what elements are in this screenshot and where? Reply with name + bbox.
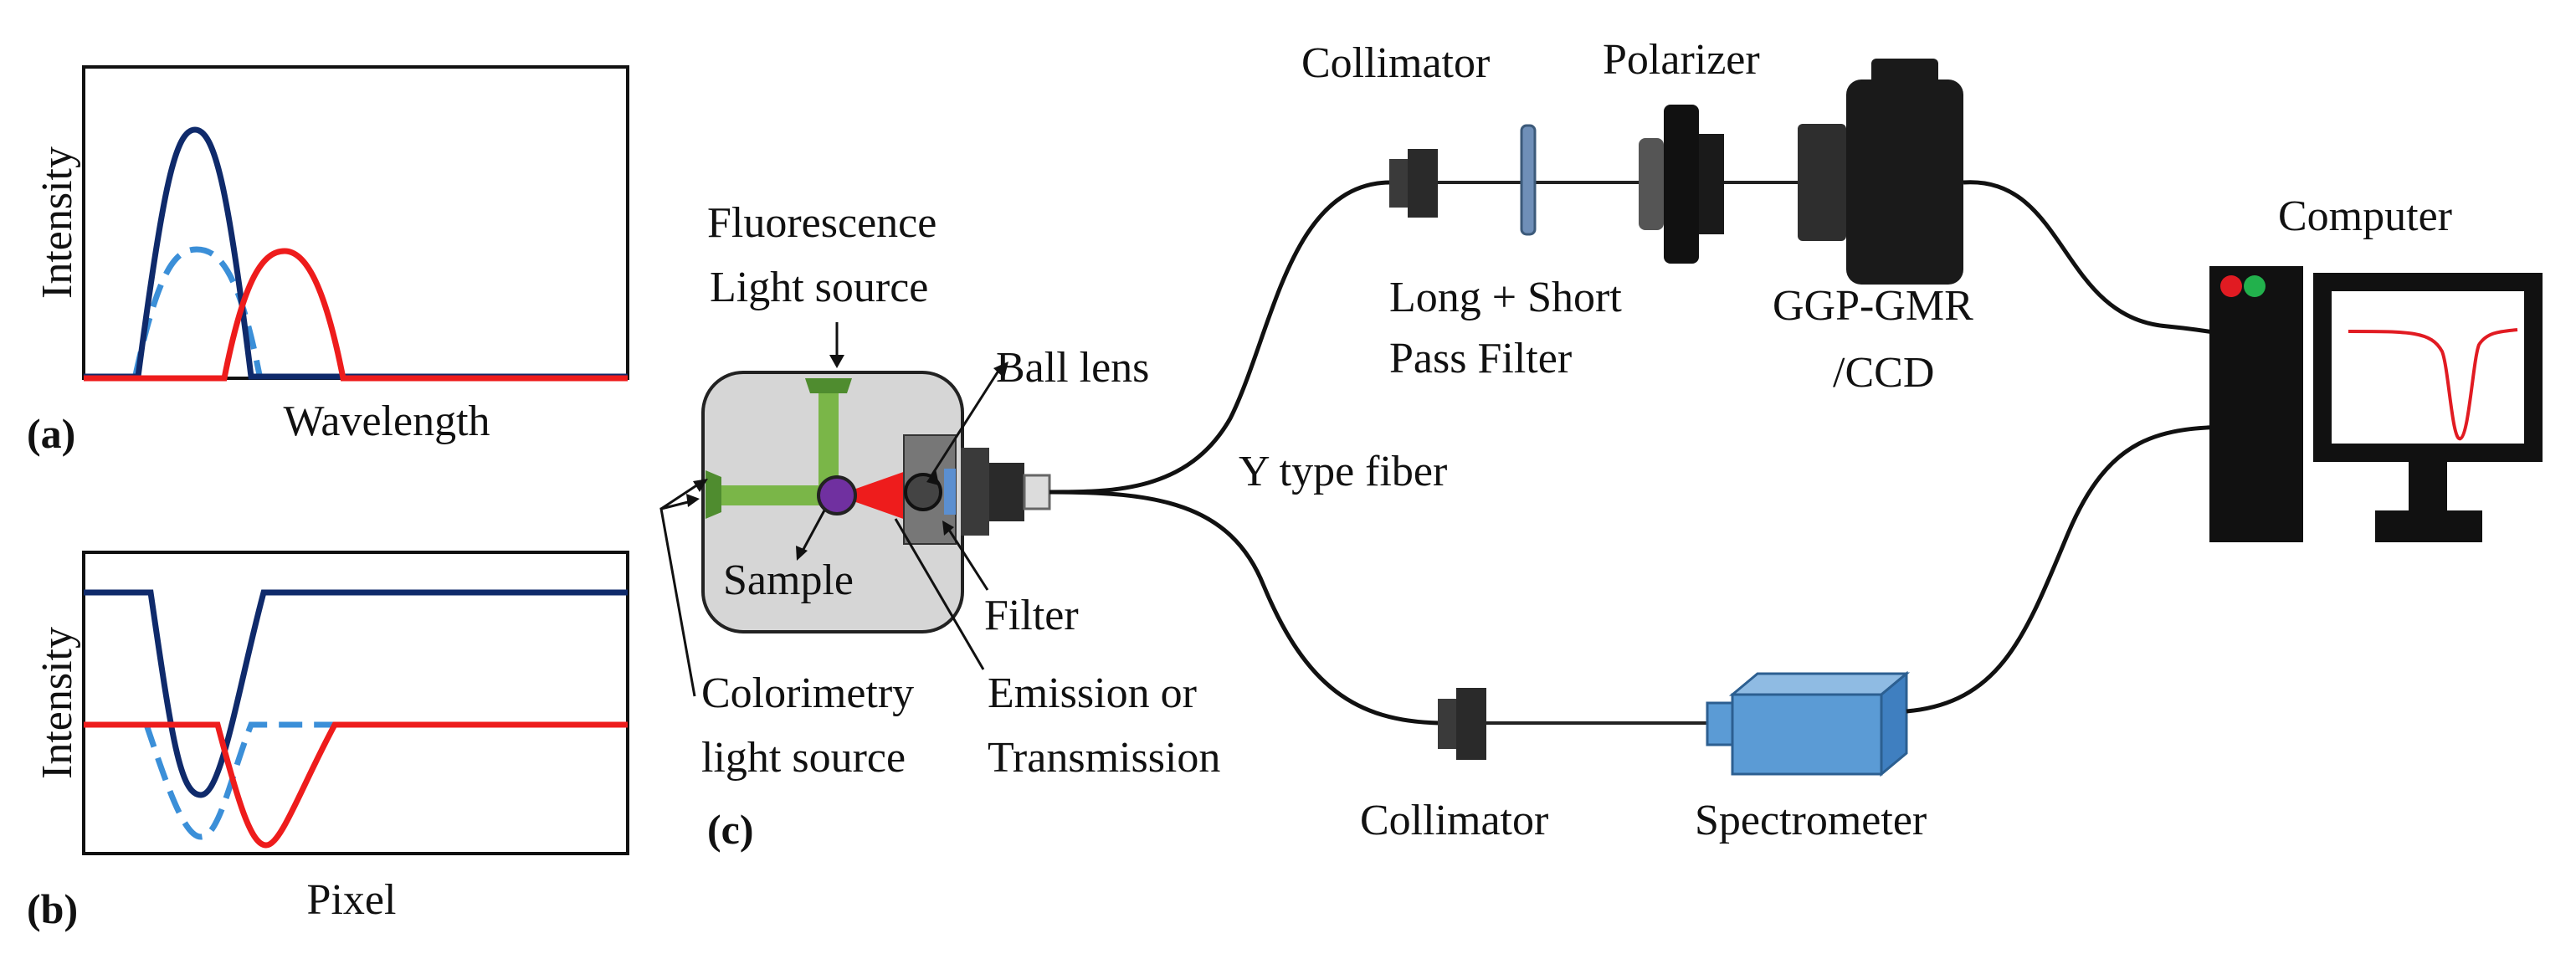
panel-b-dashed-curve <box>143 721 335 840</box>
panel-a-red-curve <box>84 248 628 382</box>
tower-green-led <box>2244 275 2266 297</box>
panel-b-ylabel: Intensity <box>33 627 81 779</box>
spectrometer-icon <box>1706 670 1911 777</box>
panel-a-xlabel: Wavelength <box>283 398 490 445</box>
pointer-arrows <box>659 322 1002 697</box>
sample-icon <box>817 475 857 515</box>
pointer-heads <box>686 355 1008 561</box>
filter-icon <box>944 469 956 515</box>
emission-label-1: Emission or <box>988 669 1197 717</box>
tower-red-led <box>2220 275 2242 297</box>
spectrometer-cable <box>1906 424 2242 714</box>
panel-b-label: (b) <box>27 885 78 932</box>
ball-lens-label: Ball lens <box>996 344 1149 392</box>
spectrometer-label: Spectrometer <box>1695 797 1927 844</box>
camera-cable <box>1963 180 2242 339</box>
colorimetry-source-icon <box>706 470 721 519</box>
panel-c: (c) Fluorescence Light source Ball lens … <box>659 36 2543 853</box>
panel-b-xlabel: Pixel <box>307 876 397 924</box>
colorimetry-source-label-1: Colorimetry <box>701 669 914 717</box>
computer-label: Computer <box>2278 192 2452 240</box>
emission-cone <box>837 470 908 521</box>
y-type-fiber <box>1049 180 1440 726</box>
connector-body <box>989 463 1024 521</box>
monitor-neck <box>2409 462 2447 512</box>
long-short-filter-icon <box>1520 124 1537 236</box>
panel-a-frame <box>82 65 629 380</box>
panel-b: Intensity Pixel (b) <box>27 551 629 932</box>
panel-c-label: (c) <box>707 806 754 853</box>
long-short-filter-label-1: Long + Short <box>1389 274 1622 321</box>
collimator-top-label: Collimator <box>1301 39 1490 87</box>
sample-label: Sample <box>723 556 854 604</box>
panel-a-navy-curve <box>84 126 628 380</box>
ggp-gmr-label-1: GGP-GMR <box>1773 282 1973 330</box>
monitor-screen <box>2332 291 2524 444</box>
monitor-dip-curve <box>2348 328 2518 441</box>
bottom-collimator <box>1438 688 1486 760</box>
panel-a-label: (a) <box>27 410 75 457</box>
filter-label: Filter <box>984 592 1079 639</box>
ggp-gmr-ccd-camera <box>1798 59 1963 285</box>
long-short-filter-label-2: Pass Filter <box>1389 335 1572 382</box>
connector-ferrule <box>1023 474 1051 510</box>
panel-a-ylabel: Intensity <box>33 146 81 299</box>
computer-tower <box>2209 266 2303 542</box>
connector-flange <box>961 448 989 536</box>
fluorescence-source-label-2: Light source <box>710 264 928 311</box>
panel-b-red-curve <box>84 721 628 849</box>
top-collimator <box>1389 149 1438 218</box>
fluorescence-source-label-1: Fluorescence <box>707 199 936 247</box>
monitor-base <box>2375 510 2482 542</box>
y-fiber-label: Y type fiber <box>1239 448 1447 495</box>
polarizer-icon <box>1639 105 1724 264</box>
panel-b-frame <box>82 551 629 855</box>
panel-b-navy-curve <box>84 589 628 798</box>
emission-label-2: Transmission <box>988 734 1220 782</box>
panel-a: Intensity Wavelength (a) <box>27 65 629 457</box>
ggp-gmr-label-2: /CCD <box>1833 349 1934 397</box>
colorimetry-source-label-2: light source <box>701 734 906 782</box>
colorimetry-beam <box>711 485 829 505</box>
fluorescence-source-icon <box>805 378 852 393</box>
collimator-bottom-label: Collimator <box>1360 797 1548 844</box>
computer-icon <box>2209 266 2543 542</box>
polarizer-label: Polarizer <box>1603 36 1760 84</box>
